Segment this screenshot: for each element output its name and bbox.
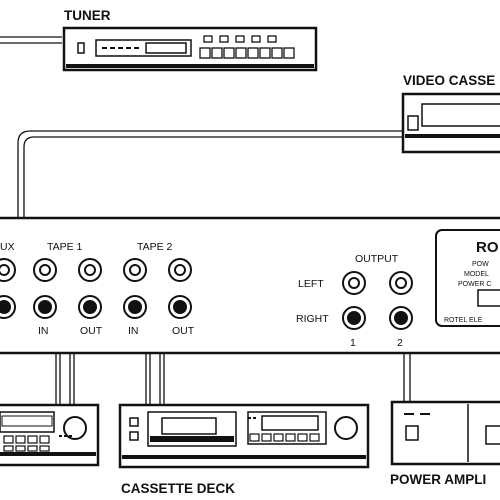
cassette-deck: CASSETTE DECK [118, 403, 370, 496]
vcr-slot [421, 103, 500, 127]
cassette-deck-label: CASSETTE DECK [121, 481, 235, 496]
tape2-out-label: OUT [172, 325, 195, 337]
aux-label: UX [0, 241, 15, 253]
nameplate-line3: POWER C [458, 281, 491, 288]
deck-a [147, 411, 237, 447]
tape1-out-label: OUT [80, 325, 103, 337]
tuner-cable [0, 36, 62, 44]
tape2-in-label: IN [128, 325, 139, 337]
output-1-label: 1 [350, 337, 356, 349]
deck-b [247, 411, 327, 445]
left-deck [0, 403, 100, 467]
tape1-jacks [33, 258, 102, 319]
aux-jacks [0, 258, 16, 319]
vcr-label: VIDEO CASSE [403, 73, 495, 88]
rear-nameplate: RO POW MODEL POWER C ROTEL ELE [435, 229, 500, 327]
tuner-label: TUNER [64, 8, 111, 23]
tuner-preset-buttons [199, 35, 295, 59]
output-jacks [342, 271, 413, 330]
left-label: LEFT [298, 278, 324, 290]
output-label: OUTPUT [355, 253, 399, 265]
tape1-label: TAPE 1 [47, 241, 83, 253]
left-deck-knob [63, 416, 87, 440]
tuner-display [95, 39, 192, 57]
tape1-in-label: IN [38, 325, 49, 337]
right-label: RIGHT [296, 313, 329, 325]
tape2-jacks [123, 258, 192, 319]
cassette-deck-knob [334, 416, 358, 440]
output-2-label: 2 [397, 337, 403, 349]
power-button [77, 42, 85, 54]
tuner: TUNER [62, 8, 318, 72]
power-amplifier: POWER AMPLI [390, 400, 500, 487]
vcr: VIDEO CASSE [401, 73, 500, 154]
amp-power-switch [405, 425, 419, 441]
power-amp-label: POWER AMPLI [390, 472, 486, 487]
nameplate-bottom: ROTEL ELE [444, 317, 483, 324]
vcr-cable [17, 130, 404, 268]
tape2-label: TAPE 2 [137, 241, 173, 253]
brand-label: RO [476, 239, 499, 256]
rear-panel: UX TAPE 1 TAPE 2 OUTPUT IN OUT IN OUT [0, 216, 500, 355]
nameplate-line1: POW [472, 261, 489, 268]
nameplate-line2: MODEL [464, 271, 489, 278]
